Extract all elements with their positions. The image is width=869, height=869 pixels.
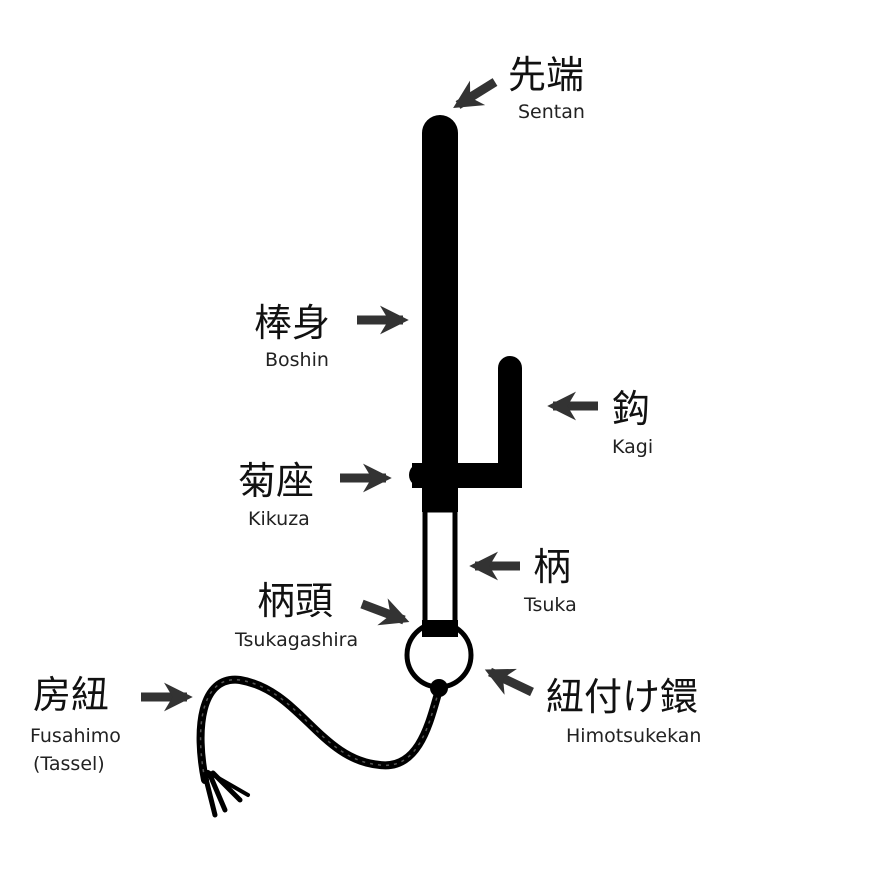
ring-knot — [430, 679, 448, 697]
label-kagi-jp: 鈎 — [612, 387, 650, 431]
label-boshin-en: Boshin — [265, 349, 329, 371]
tsuka-handle — [422, 507, 458, 629]
label-kikuza-jp: 菊座 — [238, 459, 314, 503]
kikuza-collar — [409, 463, 433, 487]
boshin-bar — [422, 115, 458, 512]
label-sentan-jp: 先端 — [508, 53, 584, 97]
arrow-tsukagashira — [360, 598, 410, 626]
arrow-sentan — [453, 78, 498, 109]
label-tsukagashira-jp: 柄頭 — [257, 579, 333, 623]
arrow-himotsukekan — [484, 667, 534, 697]
label-sentan-en: Sentan — [518, 101, 585, 123]
label-himotsukekan-jp: 紐付け鐶 — [546, 675, 698, 719]
label-fusahimo-en2: (Tassel) — [33, 753, 105, 775]
label-tsukagashira-en: Tsukagashira — [234, 629, 358, 651]
label-tsuka-jp: 柄 — [533, 545, 571, 589]
label-fusahimo-en: Fusahimo — [30, 725, 121, 747]
label-tsuka-en: Tsuka — [523, 594, 577, 616]
label-fusahimo-jp: 房紐 — [33, 673, 109, 717]
label-kagi-en: Kagi — [612, 436, 653, 458]
label-kikuza-en: Kikuza — [248, 508, 310, 530]
label-himotsukekan-en: Himotsukekan — [566, 725, 701, 747]
tassel-cord — [196, 675, 443, 818]
label-boshin-jp: 棒身 — [254, 301, 330, 345]
